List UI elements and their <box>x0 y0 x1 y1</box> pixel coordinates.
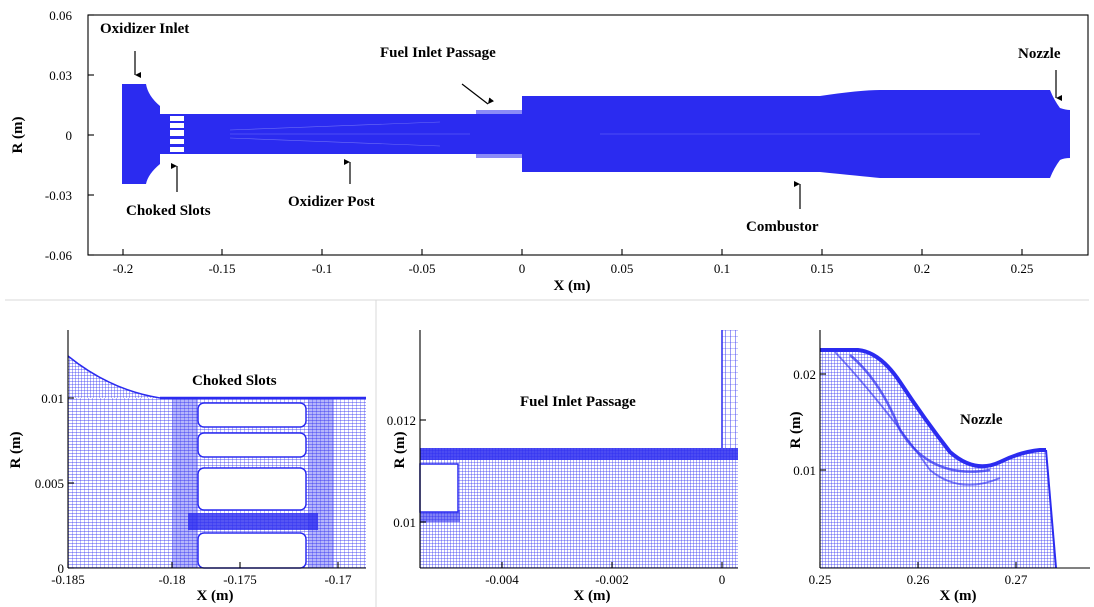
slots-ticks <box>67 397 339 569</box>
top-xtick: 0.25 <box>1011 261 1034 276</box>
top-ytick: 0 <box>66 128 73 143</box>
fuel-inlet-passage-top <box>476 110 522 115</box>
fuel-dense-band <box>420 448 738 460</box>
fuel-inlet-passage-bottom <box>476 153 522 158</box>
top-xtick: -0.2 <box>113 261 134 276</box>
top-xtick: 0.15 <box>811 261 834 276</box>
nozzle-ytick: 0.02 <box>793 367 816 382</box>
nozzle-xtick: 0.26 <box>907 572 930 587</box>
label-oxidizer-inlet: Oxidizer Inlet <box>100 21 189 37</box>
nozzle-xlabel: X (m) <box>939 588 976 604</box>
slots-xtick: -0.18 <box>158 572 185 587</box>
slots-xlabel: X (m) <box>196 588 233 604</box>
slot-openings <box>170 116 184 152</box>
fuel-xtick: 0 <box>719 572 726 587</box>
top-xtick: -0.05 <box>408 261 435 276</box>
fuel-xtick: -0.004 <box>485 572 519 587</box>
oxidizer-manifold <box>122 84 160 184</box>
top-xtick: 0.1 <box>714 261 730 276</box>
fuel-ytick: 0.012 <box>387 413 416 428</box>
nozzle-xtick: 0.27 <box>1005 572 1028 587</box>
slots-ytick: 0.005 <box>35 476 64 491</box>
top-annotations: Oxidizer Inlet Choked Slots Oxidizer Pos… <box>100 21 1062 235</box>
nozzle-ylabel: R (m) <box>788 411 804 448</box>
fuel-ylabel: R (m) <box>392 431 408 468</box>
top-ytick: -0.06 <box>45 248 73 263</box>
slots-dense-band-right <box>308 398 334 568</box>
top-plot: 0.06 0.03 0 -0.03 -0.06 R (m) -0.2 -0.15… <box>10 8 1089 294</box>
top-xtick: -0.15 <box>208 261 235 276</box>
panel-fuel-inlet: 0.012 0.01 -0.004 -0.002 0 R (m) X (m) F… <box>387 330 738 604</box>
label-fuel-inlet-passage: Fuel Inlet Passage <box>380 45 496 61</box>
slots-xtick: -0.175 <box>223 572 257 587</box>
nozzle-xtick: 0.25 <box>809 572 832 587</box>
slots-dense-band-mid <box>188 513 318 530</box>
top-ytick: 0.06 <box>49 8 72 23</box>
slots-manifold-curve <box>68 356 160 398</box>
slot-boxes <box>197 402 307 569</box>
nozzle-wall <box>820 348 1046 469</box>
fuel-xlabel: X (m) <box>573 588 610 604</box>
slots-dense-band-left <box>172 398 198 568</box>
top-x-ticks: -0.2 -0.15 -0.1 -0.05 0 0.05 0.1 0.15 0.… <box>113 249 1034 276</box>
top-xtick: 0.2 <box>914 261 930 276</box>
arrow-fuel-inlet-passage <box>461 83 495 105</box>
label-oxidizer-post: Oxidizer Post <box>288 194 375 210</box>
top-xtick: 0 <box>519 261 526 276</box>
top-y-ticks: 0.06 0.03 0 -0.03 -0.06 <box>45 8 94 263</box>
fuel-mesh <box>420 448 738 568</box>
slots-ytick: 0.01 <box>41 391 64 406</box>
panel-choked-slots: 0.01 0.005 0 -0.185 -0.18 -0.175 -0.17 R… <box>8 330 366 604</box>
fuel-post-block <box>419 463 459 513</box>
top-xtick: -0.1 <box>312 261 333 276</box>
nozzle-mesh <box>820 350 1056 568</box>
fuel-vertical-passage <box>722 330 738 448</box>
fuel-title: Fuel Inlet Passage <box>520 394 636 410</box>
slots-title: Choked Slots <box>192 373 277 389</box>
slots-ytick: 0 <box>58 561 65 576</box>
fuel-ticks <box>420 419 723 568</box>
top-xlabel: X (m) <box>553 278 590 294</box>
label-nozzle: Nozzle <box>1018 46 1061 62</box>
top-ytick: -0.03 <box>45 188 72 203</box>
combustor-geometry <box>122 84 1070 184</box>
nozzle-ytick: 0.01 <box>793 463 816 478</box>
top-xtick: 0.05 <box>611 261 634 276</box>
panel-nozzle: 0.02 0.01 0.25 0.26 0.27 R (m) X (m) Noz… <box>788 330 1090 604</box>
nozzle-ticks <box>819 373 1017 568</box>
nozzle-title: Nozzle <box>960 412 1003 428</box>
fuel-ytick: 0.01 <box>393 515 416 530</box>
top-ylabel: R (m) <box>10 116 26 153</box>
label-choked-slots: Choked Slots <box>126 203 211 219</box>
fuel-xtick: -0.002 <box>595 572 629 587</box>
top-ytick: 0.03 <box>49 68 72 83</box>
mesh-streaks <box>229 121 980 147</box>
label-combustor: Combustor <box>746 219 819 235</box>
slots-xtick: -0.17 <box>324 572 352 587</box>
slots-xtick: -0.185 <box>51 572 85 587</box>
slots-ylabel: R (m) <box>8 431 24 468</box>
